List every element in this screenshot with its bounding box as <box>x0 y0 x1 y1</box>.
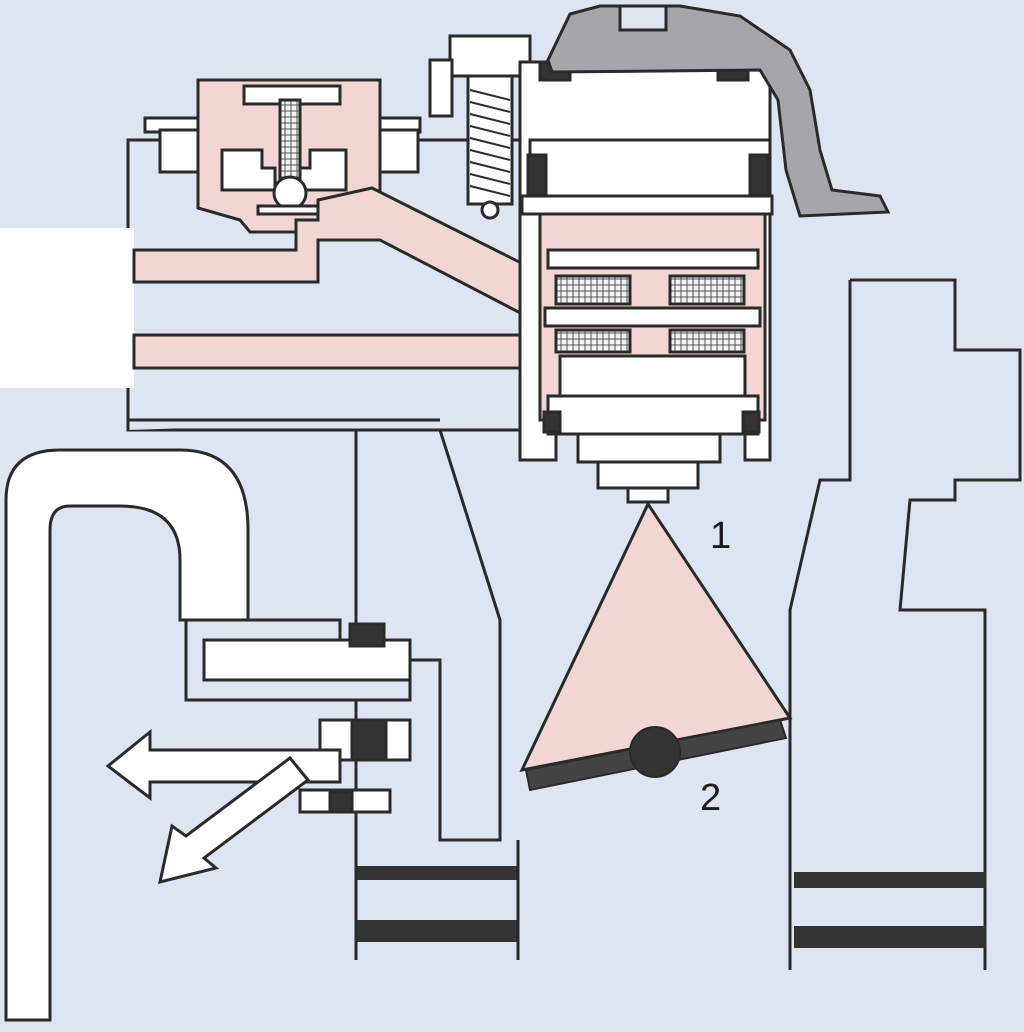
vacuum-hose <box>4 448 412 1022</box>
label-valve: 2 <box>700 777 721 819</box>
throttle-plate <box>524 718 788 792</box>
control-valve <box>143 78 422 234</box>
port-bars <box>356 866 986 948</box>
fuel-passages <box>132 186 557 402</box>
label-jet: 1 <box>710 515 731 557</box>
bolt <box>428 34 532 220</box>
blank-panel <box>0 228 134 388</box>
injector <box>518 60 774 504</box>
flow-arrows <box>105 728 392 885</box>
clamp-notch <box>618 4 668 32</box>
